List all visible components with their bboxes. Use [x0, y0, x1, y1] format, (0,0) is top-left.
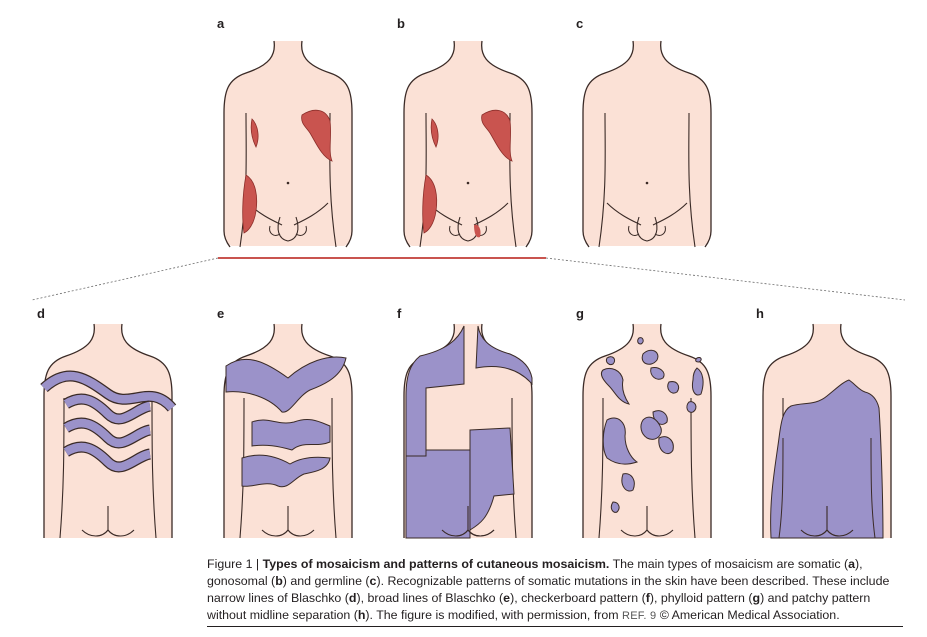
panel-label-d: d [37, 306, 45, 321]
panel-label-c: c [576, 16, 583, 31]
caption-ref-b: b [275, 574, 283, 588]
mosaicism-figure: a b c d e f g h [0, 0, 927, 545]
panel-label-g: g [576, 306, 584, 321]
panel-a [224, 41, 352, 247]
caption-figure-label: Figure 1 | [207, 557, 263, 571]
caption-ref-a: a [848, 557, 855, 571]
phylloid-leaf-3 [642, 350, 658, 364]
caption-text: ) and germline ( [283, 574, 370, 588]
caption-title: Types of mosaicism and patterns of cutan… [263, 557, 610, 571]
panel-label-e: e [217, 306, 224, 321]
figure-caption: Figure 1 | Types of mosaicism and patter… [207, 556, 907, 625]
panel-label-h: h [756, 306, 764, 321]
connector-dashed-left [32, 258, 218, 300]
panel-b [404, 41, 532, 247]
caption-text: ), broad lines of Blaschko ( [356, 591, 503, 605]
panel-label-a: a [217, 16, 225, 31]
phylloid-leaf-5 [638, 338, 643, 344]
phylloid-leaf-14 [611, 502, 619, 512]
connector-dashed-right [546, 258, 905, 300]
phylloid-leaf-7 [668, 382, 679, 393]
panel-g [583, 324, 711, 538]
panel-label-f: f [397, 306, 402, 321]
caption-text: ), checkerboard pattern ( [510, 591, 646, 605]
panel-c [583, 41, 711, 247]
caption-text: © American Medical Association. [656, 608, 839, 622]
caption-ref-g: g [753, 591, 761, 605]
reference-link[interactable]: REF. 9 [622, 610, 656, 622]
caption-text: The main types of mosaicism are somatic … [609, 557, 848, 571]
phylloid-leaf-6 [696, 357, 701, 362]
phylloid-leaf-11 [687, 402, 696, 413]
panel-e [224, 324, 352, 538]
caption-text: ), phylloid pattern ( [650, 591, 753, 605]
caption-divider [207, 626, 903, 627]
panel-label-b: b [397, 16, 405, 31]
panel-d [44, 324, 172, 538]
phylloid-leaf-1 [606, 357, 614, 365]
panel-f [404, 324, 532, 538]
panel-h [763, 324, 891, 538]
caption-text: ). The figure is modified, with permissi… [365, 608, 622, 622]
